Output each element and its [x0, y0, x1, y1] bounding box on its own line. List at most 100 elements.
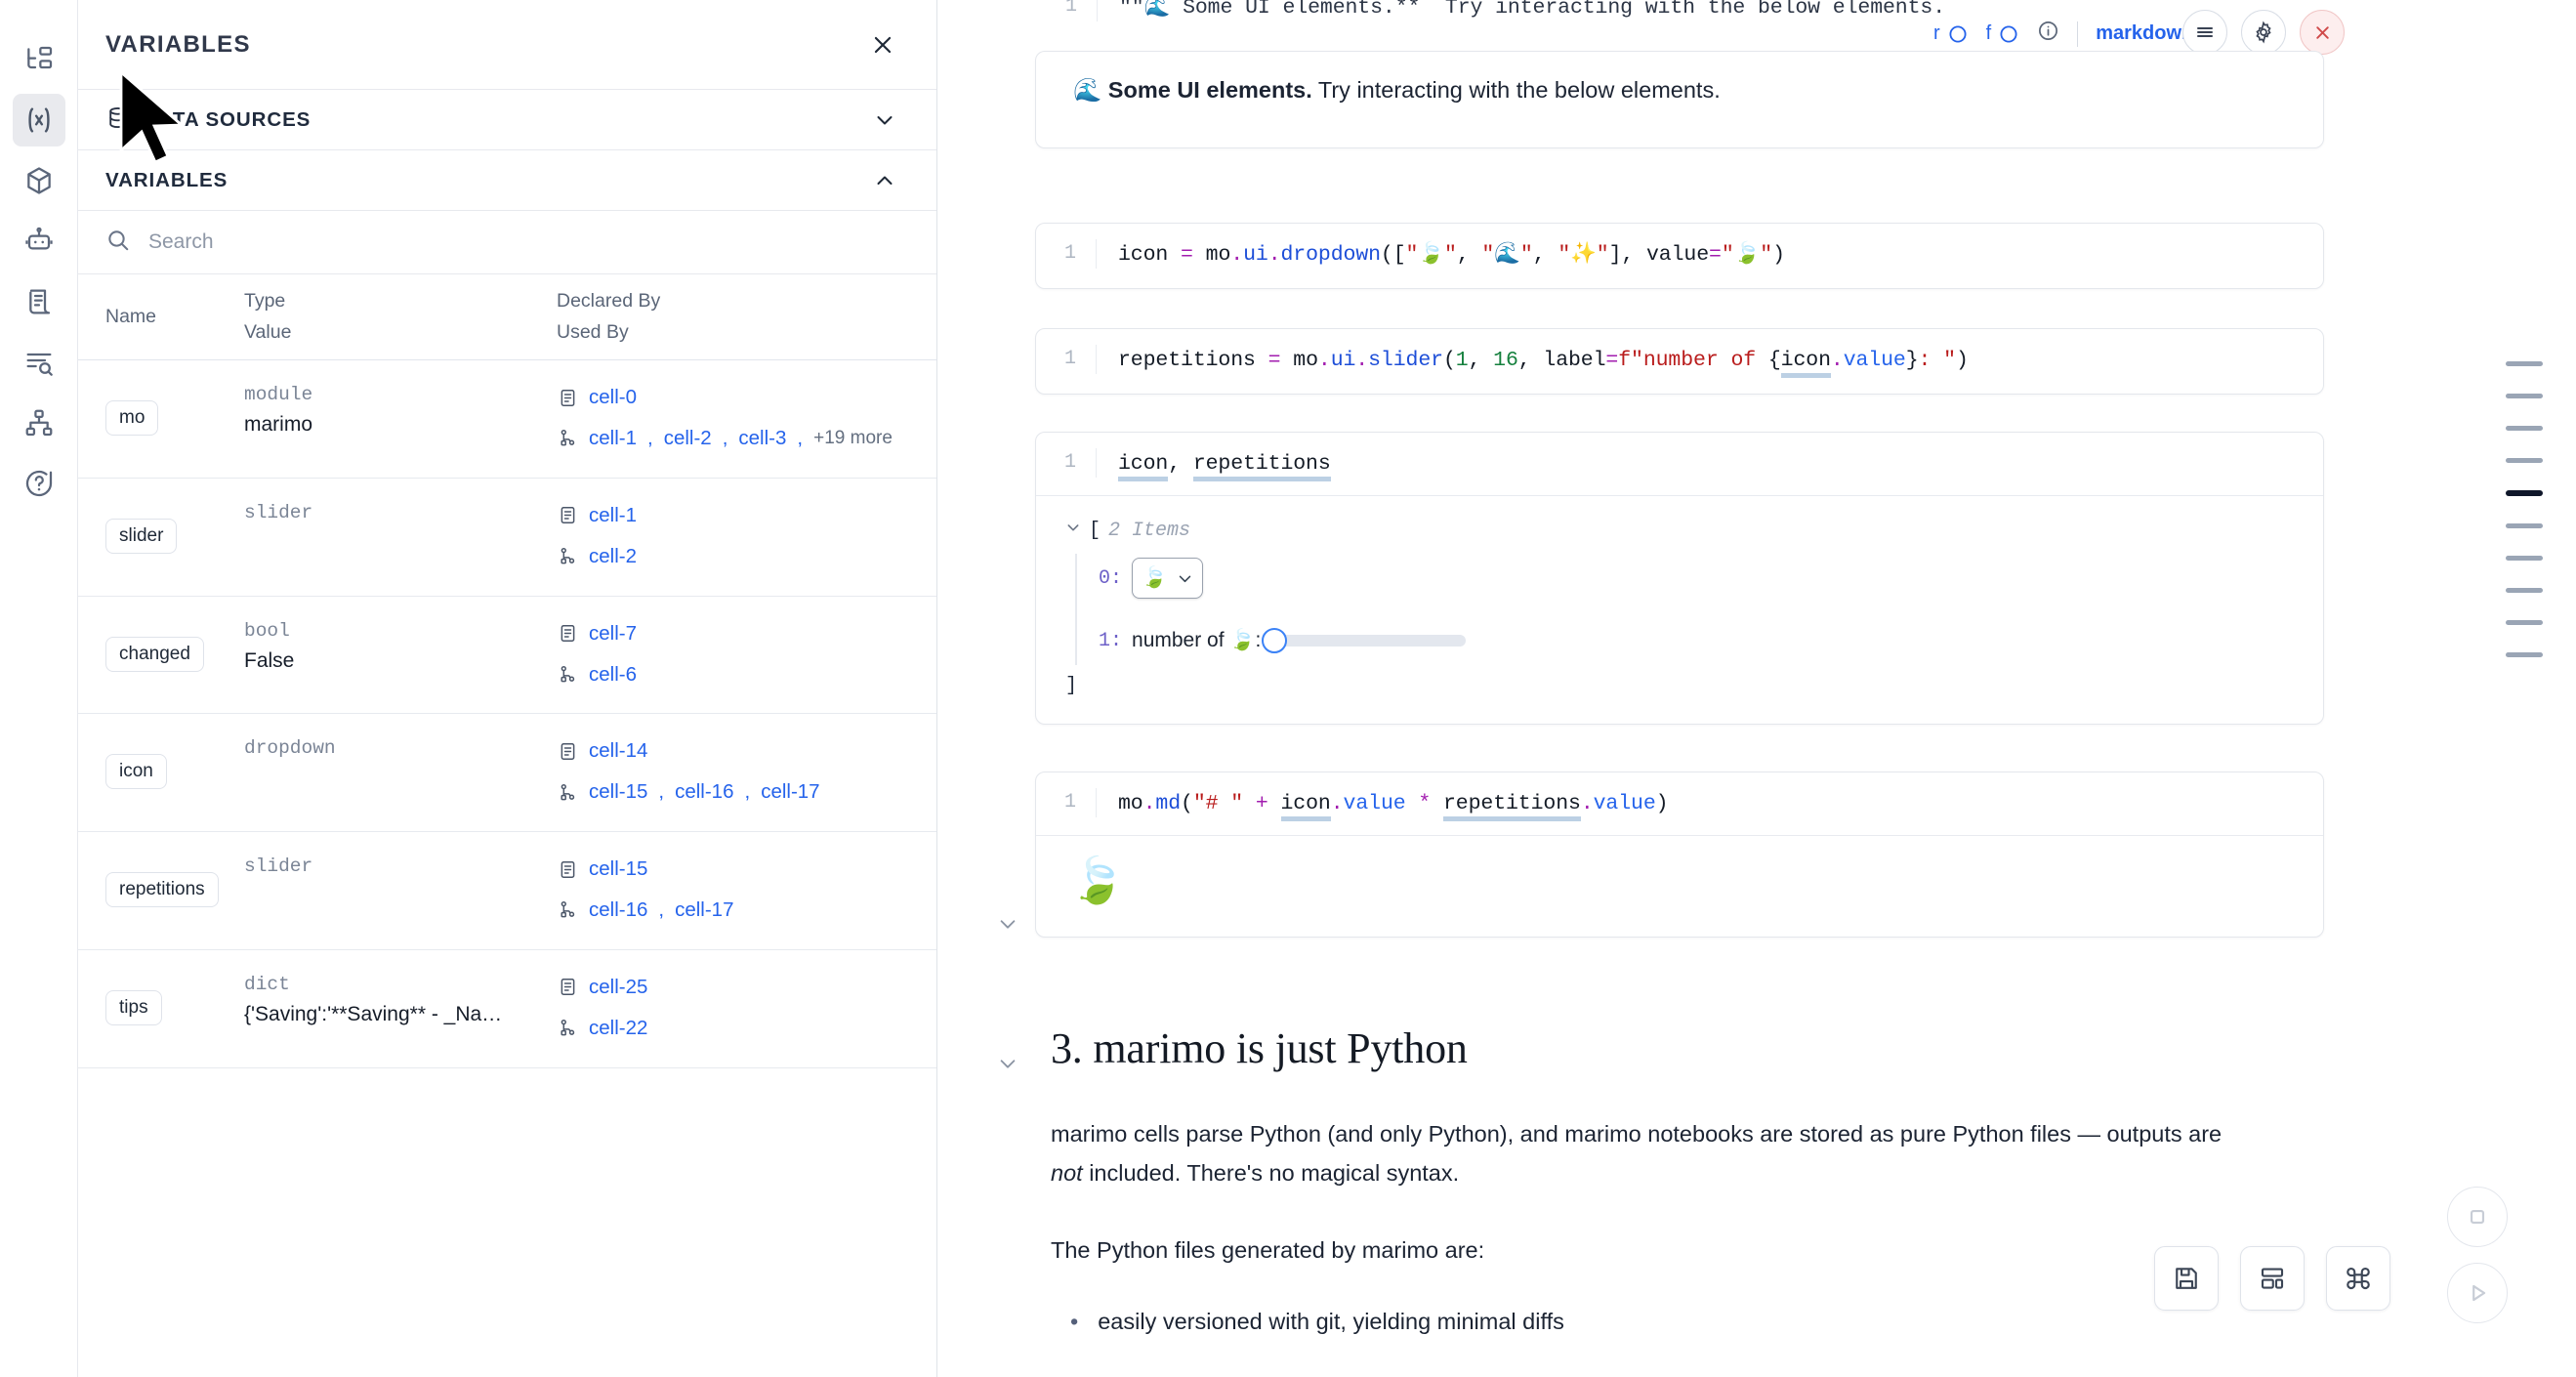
cell-link[interactable]: cell-1 [589, 503, 637, 526]
used-by-cells: cell-2 [557, 539, 919, 574]
declared-by-icon [557, 858, 578, 880]
collapse-cell-chevron-icon[interactable] [994, 910, 1021, 938]
chevron-up-icon[interactable] [872, 168, 897, 193]
documentation-section: 3. marimo is just Python marimo cells pa… [1051, 1023, 2320, 1335]
code-cell-md[interactable]: 1 mo.md("# " + icon.value * repetitions.… [1035, 772, 2324, 938]
variable-value: False [244, 648, 295, 672]
output-open-bracket: [ [1089, 520, 1101, 543]
code-cell-with-output[interactable]: 1 icon, repetitions [ 2 Items 0: [1035, 432, 2324, 725]
variable-type: dropdown [244, 737, 336, 760]
gear-icon[interactable] [2241, 10, 2286, 55]
variable-name-chip[interactable]: changed [105, 636, 204, 672]
minimap-dash[interactable] [2506, 620, 2543, 625]
collapse-section-chevron-icon[interactable] [994, 1050, 1021, 1077]
used-by-icon [557, 428, 578, 449]
notebook-minimap[interactable] [2506, 361, 2543, 657]
variable-name-chip[interactable]: mo [105, 400, 159, 437]
save-icon[interactable] [2154, 1246, 2219, 1311]
minimap-dash[interactable] [2506, 588, 2543, 593]
minimap-dash[interactable] [2506, 490, 2543, 496]
variable-name-chip[interactable]: repetitions [105, 872, 219, 908]
file-explorer-icon[interactable] [13, 33, 65, 86]
line-number: 1 [1036, 239, 1097, 269]
minimap-dash[interactable] [2506, 426, 2543, 431]
cell-link[interactable]: cell-17 [675, 898, 734, 922]
stop-icon[interactable] [2447, 1187, 2508, 1247]
variables-icon[interactable] [12, 94, 65, 146]
code-cell-slider[interactable]: 1 repetitions = mo.ui.slider(1, 16, labe… [1035, 328, 2324, 395]
panel-title: VARIABLES [105, 30, 251, 58]
cell-link[interactable]: cell-16 [675, 780, 734, 804]
table-row[interactable]: repetitions slider cell-15 cell-16, cell… [78, 832, 936, 950]
cell-run-toggle-r[interactable]: r [1933, 22, 1969, 45]
output-list-header[interactable]: [ 2 Items [1065, 520, 2294, 542]
dependency-graph-icon[interactable] [13, 396, 65, 449]
close-icon[interactable] [868, 30, 897, 60]
minimap-dash[interactable] [2506, 523, 2543, 528]
used-by-more[interactable]: +19 more [813, 428, 893, 449]
cell-link[interactable]: cell-3 [738, 427, 787, 450]
cell-link[interactable]: cell-15 [589, 857, 648, 881]
minimap-dash[interactable] [2506, 652, 2543, 657]
cell-link[interactable]: cell-7 [589, 621, 637, 645]
table-row[interactable]: mo module marimo cell-0 cell-1, cell-2, … [78, 360, 936, 479]
cell-link[interactable]: cell-22 [589, 1016, 648, 1039]
declared-by-icon [557, 740, 578, 762]
table-row[interactable]: slider slider cell-1 cell-2 [78, 479, 936, 597]
column-header-type: Type [244, 290, 286, 312]
minimap-dash[interactable] [2506, 394, 2543, 398]
code-text-slider: repetitions = mo.ui.slider(1, 16, label=… [1118, 345, 1969, 378]
section-variables[interactable]: VARIABLES [78, 150, 936, 211]
layout-icon[interactable] [2240, 1246, 2305, 1311]
cell-link[interactable]: cell-2 [589, 544, 637, 567]
logs-icon[interactable] [13, 336, 65, 389]
cell-output: [ 2 Items 0: 🍃 1: num [1036, 496, 2323, 723]
chevron-down-icon[interactable] [1065, 520, 1081, 542]
cell-link[interactable]: cell-0 [589, 386, 637, 409]
markdown-rendered-emoji: 🍃 [1069, 855, 1126, 906]
info-icon[interactable] [2037, 20, 2059, 48]
used-by-cells: cell-15, cell-16, cell-17 [557, 774, 919, 810]
cell-link[interactable]: cell-6 [589, 662, 637, 686]
cell-link[interactable]: cell-16 [589, 898, 648, 922]
run-icon[interactable] [2447, 1263, 2508, 1323]
slider-label: number of 🍃: [1132, 629, 1262, 652]
variable-name-chip[interactable]: tips [105, 989, 162, 1025]
cell-link[interactable]: cell-2 [663, 427, 712, 450]
variable-name-chip[interactable]: icon [105, 754, 167, 790]
minimap-dash[interactable] [2506, 556, 2543, 561]
packages-icon[interactable] [13, 154, 65, 207]
column-header-value: Value [244, 320, 292, 343]
search-icon [105, 228, 131, 258]
slider-handle[interactable] [1262, 628, 1288, 654]
cell-link[interactable]: cell-17 [761, 780, 820, 804]
cell-link[interactable]: cell-1 [589, 427, 637, 450]
declared-by-cells: cell-1 [557, 498, 919, 533]
cell-link[interactable]: cell-25 [589, 975, 648, 998]
command-palette-icon[interactable] [2326, 1246, 2390, 1311]
cell-format-toggle-f[interactable]: f [1986, 22, 2020, 45]
hamburger-icon[interactable] [2182, 10, 2227, 55]
markdown-output-cell[interactable]: 🌊 Some UI elements. Try interacting with… [1035, 51, 2324, 148]
table-row[interactable]: tips dict {'Saving':'**Saving** - _Na… c… [78, 950, 936, 1068]
table-row[interactable]: icon dropdown cell-14 cell-15, cell-16, … [78, 714, 936, 833]
help-icon[interactable] [13, 457, 65, 510]
cell-link[interactable]: cell-15 [589, 780, 648, 804]
panel-header: VARIABLES [78, 0, 936, 90]
minimap-dash[interactable] [2506, 361, 2543, 366]
code-cell-dropdown[interactable]: 1 icon = mo.ui.dropdown(["🍃", "🌊", "✨"],… [1035, 223, 2324, 289]
ai-assistant-icon[interactable] [13, 215, 65, 268]
cell-link[interactable]: cell-14 [589, 739, 648, 763]
close-icon[interactable] [2300, 10, 2345, 55]
search-input[interactable] [148, 230, 909, 254]
chevron-down-icon[interactable] [872, 107, 897, 133]
table-row[interactable]: changed bool False cell-7 cell-6 [78, 597, 936, 715]
variable-name-chip[interactable]: slider [105, 518, 178, 554]
run-controls [2447, 1187, 2508, 1323]
dropdown-select[interactable]: 🍃 [1132, 558, 1204, 600]
section-data-sources[interactable]: DATA SOURCES [78, 90, 936, 150]
slider-control[interactable] [1262, 628, 1467, 654]
scratchpad-icon[interactable] [13, 275, 65, 328]
minimap-dash[interactable] [2506, 458, 2543, 463]
toolbar-r-label: r [1933, 22, 1940, 44]
